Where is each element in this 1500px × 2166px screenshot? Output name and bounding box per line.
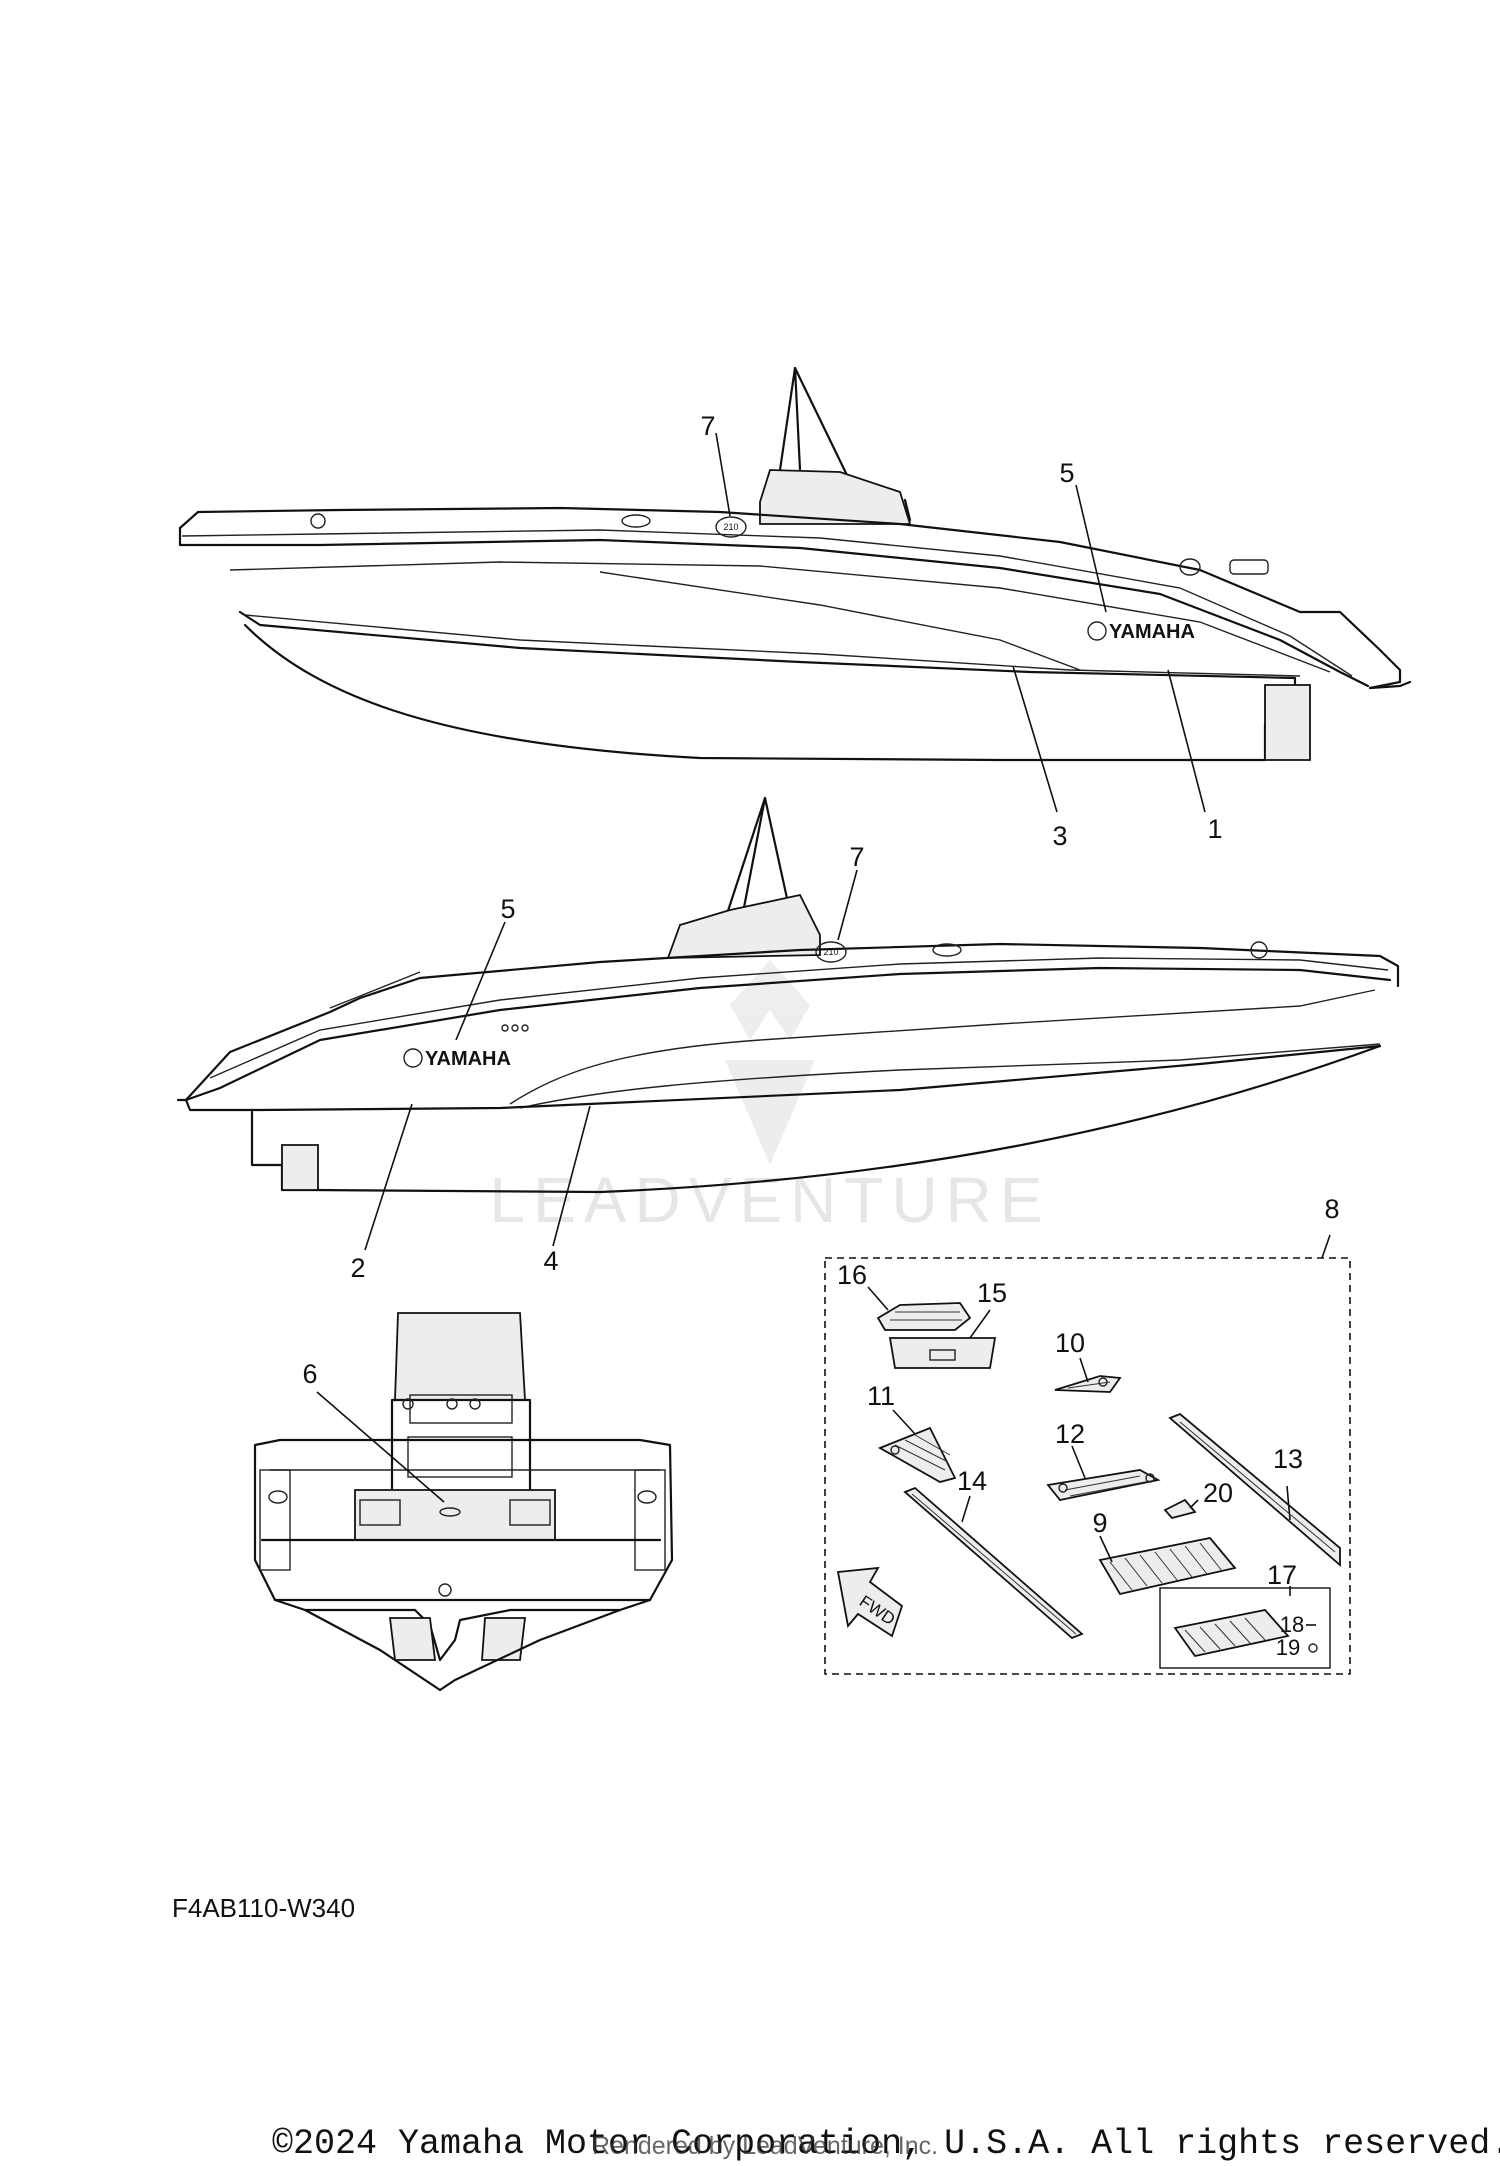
callout-1: 1	[1207, 814, 1222, 844]
callout-13: 13	[1273, 1444, 1303, 1474]
footer-rendered-by: Rendered by LeadVenture, Inc.	[592, 2132, 939, 2160]
callout-8: 8	[1324, 1194, 1339, 1224]
leader-6	[316, 1391, 445, 1503]
callout-9: 9	[1092, 1508, 1107, 1538]
mat-15	[888, 1337, 997, 1369]
callout-16: 16	[837, 1260, 867, 1290]
callout-3: 3	[1052, 821, 1067, 851]
mat-9	[1098, 1537, 1237, 1596]
mat-kit-box	[824, 1234, 1351, 1675]
mat-17-box	[1159, 1586, 1331, 1669]
diagram-code: F4AB110-W340	[172, 1893, 355, 1923]
callout-7-middle: 7	[849, 842, 864, 872]
boat-rear-view	[253, 1312, 674, 1692]
leader-14	[961, 1495, 971, 1523]
callout-12: 12	[1055, 1419, 1085, 1449]
callout-5-top: 5	[1059, 458, 1074, 488]
callout-15: 15	[977, 1278, 1007, 1308]
callout-20: 20	[1203, 1478, 1233, 1508]
mat-12	[1046, 1469, 1161, 1501]
leader-11	[892, 1409, 916, 1435]
boat-starboard-view: 210 YAMAHA	[178, 366, 1412, 762]
boat-port-view: 210 YAMAHA	[176, 796, 1400, 1194]
mat-13	[1168, 1412, 1341, 1567]
callout-5-middle: 5	[500, 894, 515, 924]
callout-17: 17	[1267, 1560, 1297, 1590]
mat-16	[876, 1302, 972, 1331]
callout-19: 19	[1276, 1635, 1300, 1660]
leader-20	[1189, 1499, 1199, 1509]
mat-11	[877, 1426, 957, 1483]
callout-10: 10	[1055, 1328, 1085, 1358]
model-badge-bottom: 210	[823, 947, 838, 957]
mat-20	[1163, 1498, 1197, 1520]
brand-decal-top: YAMAHA	[1109, 621, 1195, 643]
leadventure-watermark: LEADVENTURE	[490, 960, 1051, 1236]
mat-10	[1054, 1375, 1122, 1393]
footer-copyright: ©2024 Yamaha Motor Corporation, U.S.A. A…	[272, 2124, 1500, 2164]
leader-15	[969, 1309, 991, 1339]
callout-7-top: 7	[700, 411, 715, 441]
brand-decal-bottom: YAMAHA	[425, 1048, 511, 1070]
callout-2: 2	[350, 1253, 365, 1283]
leader-16	[867, 1286, 889, 1311]
leader-9	[1099, 1535, 1113, 1563]
callout-4: 4	[543, 1246, 558, 1276]
leader-12	[1071, 1445, 1086, 1479]
callout-14: 14	[957, 1466, 987, 1496]
watermark-text: LEADVENTURE	[490, 1164, 1051, 1236]
model-badge-top: 210	[723, 522, 738, 532]
callout-11: 11	[867, 1381, 895, 1411]
mat-14	[903, 1486, 1084, 1640]
leader-13	[1286, 1485, 1291, 1521]
leaders-middle	[364, 869, 858, 1251]
leaders-top	[715, 432, 1206, 813]
leader-10	[1079, 1357, 1089, 1383]
callout-6: 6	[302, 1359, 317, 1389]
fwd-arrow-icon: FWD	[836, 1566, 904, 1638]
callout-18: 18	[1280, 1612, 1304, 1637]
